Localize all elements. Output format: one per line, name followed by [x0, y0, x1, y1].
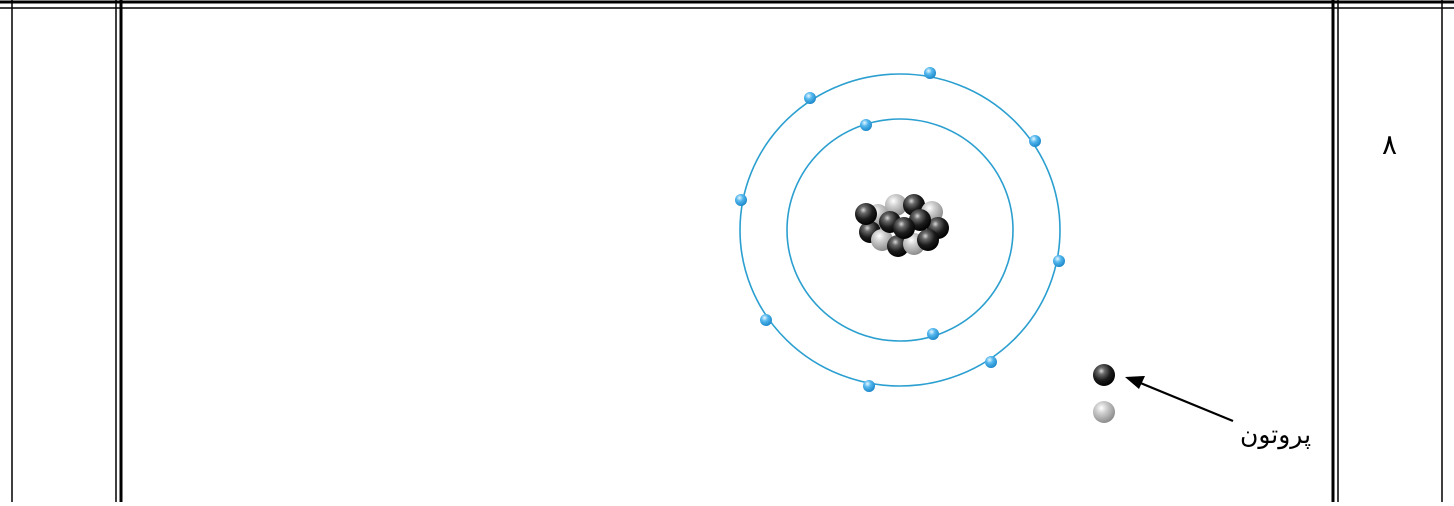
electron [1029, 135, 1041, 147]
question-number: ٨ [1382, 128, 1397, 161]
electron [1053, 255, 1065, 267]
electron [860, 119, 872, 131]
electron [863, 380, 875, 392]
electron [760, 314, 772, 326]
electron [985, 356, 997, 368]
electron [924, 67, 936, 79]
proton-legend-sphere [1093, 364, 1115, 386]
electron [735, 194, 747, 206]
atom-diagram [735, 67, 1233, 423]
proton-arrow [1125, 376, 1233, 421]
electron [804, 92, 816, 104]
nucleus [855, 194, 949, 257]
neutron-legend-sphere [1093, 401, 1115, 423]
proton-label: پروتون [1240, 420, 1311, 449]
electron [927, 328, 939, 340]
